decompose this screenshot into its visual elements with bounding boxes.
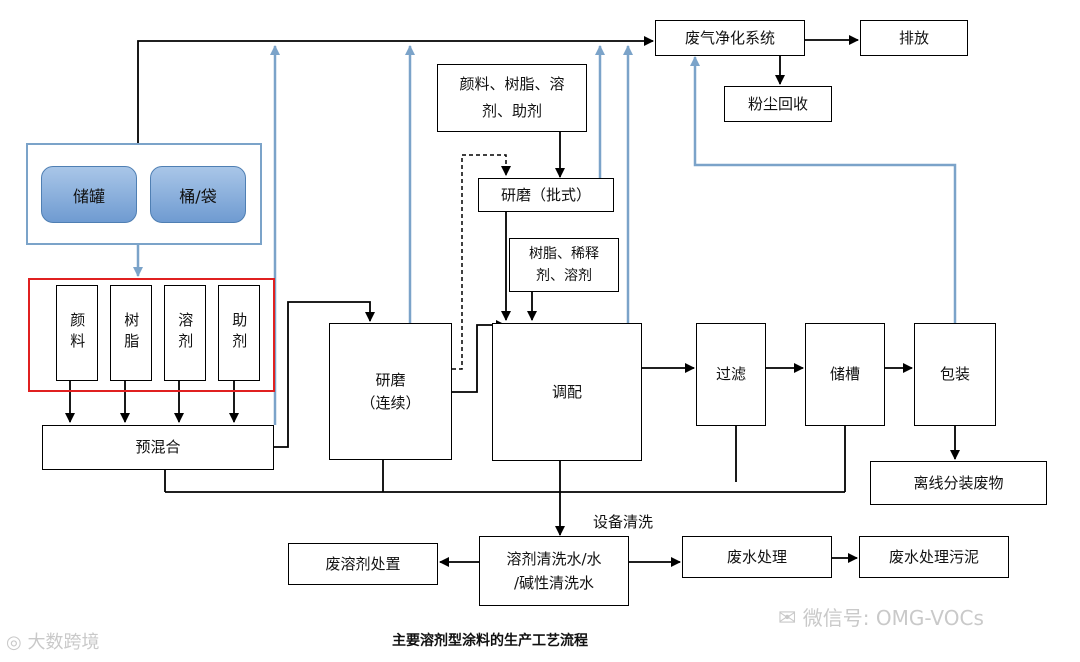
wastewater-treatment-node: 废水处理 <box>682 536 832 578</box>
storage-tank-node: 储罐 <box>41 166 137 223</box>
barrel-bag-node: 桶/袋 <box>150 166 246 223</box>
storage-vessel-node: 储槽 <box>805 323 885 426</box>
logo-watermark: ◎ 大数跨境 <box>6 632 100 653</box>
exhaust-purification-node: 废气净化系统 <box>655 20 805 56</box>
solvent-node: 溶剂 <box>164 285 206 381</box>
cleaning-water-node: 溶剂清洗水/水 /碱性清洗水 <box>479 536 629 606</box>
pigment-node: 颜料 <box>56 285 98 381</box>
tuning-inputs-node: 树脂、稀释剂、溶剂 <box>509 238 619 292</box>
premix-node: 预混合 <box>42 425 274 470</box>
dust-recovery-node: 粉尘回收 <box>724 86 832 122</box>
filtration-node: 过滤 <box>696 323 766 426</box>
additive-node: 助剂 <box>218 285 260 381</box>
blending-node: 调配 <box>492 323 642 461</box>
equipment-cleaning-label: 设备清洗 <box>593 513 654 531</box>
batch-inputs-node: 颜料、树脂、溶剂、助剂 <box>437 64 587 132</box>
raw-material-frame <box>28 278 275 392</box>
continuous-grinding-node: 研磨 （连续） <box>329 323 452 460</box>
diagram-title: 主要溶剂型涂料的生产工艺流程 <box>392 633 588 649</box>
logo-icon: ◎ <box>6 632 22 653</box>
wechat-icon: ✉ <box>778 606 797 631</box>
wastewater-sludge-node: 废水处理污泥 <box>859 536 1009 578</box>
container-frame <box>26 143 262 245</box>
discharge-node: 排放 <box>860 20 968 56</box>
wechat-watermark: ✉ 微信号: OMG-VOCs <box>778 606 984 631</box>
packaging-node: 包装 <box>914 323 996 426</box>
resin-node: 树脂 <box>110 285 152 381</box>
batch-grinding-node: 研磨（批式） <box>478 178 614 212</box>
offline-waste-node: 离线分装废物 <box>870 461 1047 505</box>
waste-solvent-node: 废溶剂处置 <box>288 543 438 585</box>
